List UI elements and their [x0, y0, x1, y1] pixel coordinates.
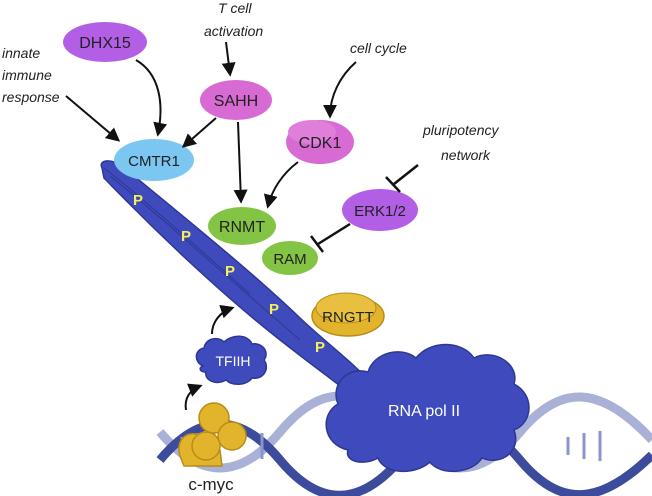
rna-pol-ii-label: RNA pol II — [388, 403, 460, 420]
innate-line-3: response — [2, 89, 60, 105]
c-myc: c-myc — [178, 402, 247, 494]
inhibit-erk-bar — [310, 235, 324, 253]
inhibit-pluri-bar — [385, 176, 401, 193]
rngtt-label: RNGTT — [322, 309, 374, 326]
tfiih: TFIIH — [195, 335, 268, 385]
cmtr1: CMTR1 — [114, 139, 194, 181]
cdk1: CDK1 — [286, 120, 354, 164]
sahh: SAHH — [200, 80, 272, 120]
innate-line-2: immune — [2, 67, 52, 83]
rnmt-label: RNMT — [219, 219, 265, 236]
arrow-dhx15-to-cmtr1 — [135, 59, 168, 137]
inhibit-erk-to-ram — [317, 222, 351, 246]
phospho-label: P — [315, 339, 325, 356]
innate-line-1: innate — [2, 45, 40, 61]
rna-pol-ii: RNA pol II — [325, 343, 530, 473]
pluri-line-2: network — [441, 147, 491, 163]
context-cellcycle: cell cycle — [350, 40, 407, 56]
dhx15-label: DHX15 — [79, 35, 131, 52]
phospho-label: P — [181, 228, 191, 245]
dhx15: DHX15 — [63, 22, 147, 62]
erk12-label: ERK1/2 — [354, 203, 406, 220]
erk12: ERK1/2 — [342, 189, 418, 231]
sahh-label: SAHH — [214, 93, 258, 110]
arrow-cellcycle-to-cdk1 — [323, 61, 357, 119]
cdk1-label: CDK1 — [299, 135, 342, 152]
context-innate: innate immune response — [2, 45, 60, 105]
tcell-line-2: activation — [204, 23, 263, 39]
tcell-line-1: T cell — [218, 0, 252, 16]
cmtr1-label: CMTR1 — [128, 153, 180, 170]
phospho-label: P — [269, 301, 279, 318]
ram: RAM — [262, 241, 318, 275]
phospho-sites: P P P P P — [133, 192, 325, 356]
tfiih-label: TFIIH — [216, 353, 251, 369]
c-myc-label: c-myc — [188, 475, 234, 494]
phospho-label: P — [225, 263, 235, 280]
arrow-innate-to-cmtr1 — [65, 95, 121, 142]
phospho-label: P — [133, 192, 143, 209]
arrow-sahh-to-rnmt — [233, 121, 248, 204]
rngtt: RNGTT — [311, 292, 385, 337]
context-tcell: T cell activation — [204, 0, 263, 39]
rnmt: RNMT — [208, 207, 276, 245]
inhibit-pluri-to-erk — [393, 164, 419, 185]
arrow-tcell-to-sahh — [221, 41, 236, 77]
ram-label: RAM — [273, 251, 306, 268]
context-pluripotency: pluripotency network — [422, 122, 499, 163]
arrow-cdk1-to-rnmt — [263, 161, 299, 209]
pluri-line-1: pluripotency — [422, 122, 499, 138]
arrow-cmyc-to-tfiih — [184, 383, 203, 411]
arrow-sahh-to-cmtr1 — [181, 117, 217, 148]
arrow-tfiih-to-ctd — [211, 304, 235, 335]
